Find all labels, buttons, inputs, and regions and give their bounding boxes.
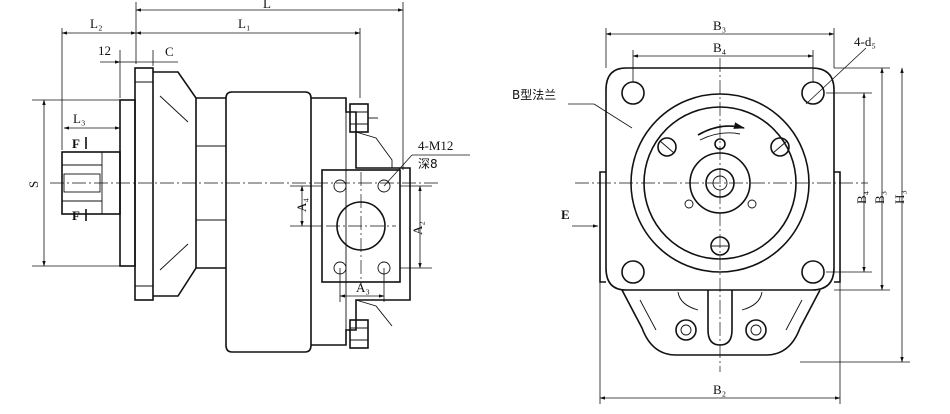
dim-12: 12 (98, 43, 111, 58)
hub-circle (689, 152, 751, 214)
top-bolt (349, 103, 378, 133)
face-bolts (657, 137, 790, 256)
dim-C: C (165, 44, 174, 59)
dim-B4-top: B₄ (713, 40, 727, 55)
right-tab (834, 171, 841, 283)
base-foot (621, 289, 821, 356)
left-tab (599, 171, 606, 283)
main-body (196, 91, 312, 353)
mount-hole-tl (621, 81, 645, 105)
front-flange (119, 67, 154, 301)
front-view: B₃ B₄ 4-d₅ B型法兰 E B₄ B₃ H₃ (512, 18, 910, 404)
dim-L: L (263, 0, 271, 11)
mount-hole-tr (801, 81, 825, 105)
mount-hole-br (801, 260, 825, 284)
dim-A3: A₃ (356, 280, 370, 295)
side-view: L L₁ L₂ 12 C L₃ S F F A₄ (26, 0, 470, 353)
dim-L2: L₂ (90, 16, 102, 31)
port-callout-thread: 4-M12 (418, 138, 453, 153)
dim-S: S (26, 181, 41, 188)
dim-B3-top: B₃ (713, 18, 726, 33)
dim-B2: B₂ (713, 382, 726, 397)
rear-body (311, 97, 411, 346)
dim-H3: H₃ (892, 190, 907, 204)
bottom-bolt (349, 319, 369, 349)
dim-B4-side: B₄ (854, 190, 869, 204)
dim-A4: A₄ (294, 198, 309, 212)
dim-L3: L₃ (73, 111, 85, 126)
shaft-circle (705, 168, 735, 198)
dim-L1: L₁ (238, 16, 250, 31)
port-plate (321, 169, 401, 286)
front-cover (153, 71, 226, 297)
dim-A2: A₂ (410, 221, 425, 235)
flange-type-label: B型法兰 (512, 88, 556, 102)
body-inner-circle (643, 106, 797, 260)
mount-hole-bl (621, 260, 645, 284)
square-flange (605, 67, 835, 291)
rotation-arrow (697, 122, 746, 136)
body-outer-circle (630, 93, 810, 273)
view-arrow-E: E (561, 207, 570, 222)
dim-B3-side: B₃ (872, 191, 887, 204)
dim-hole-d5: 4-d₅ (854, 34, 876, 49)
section-mark-bottom: F (72, 208, 80, 223)
section-mark-top: F (72, 136, 80, 151)
port-callout-depth: 深8 (418, 157, 438, 171)
